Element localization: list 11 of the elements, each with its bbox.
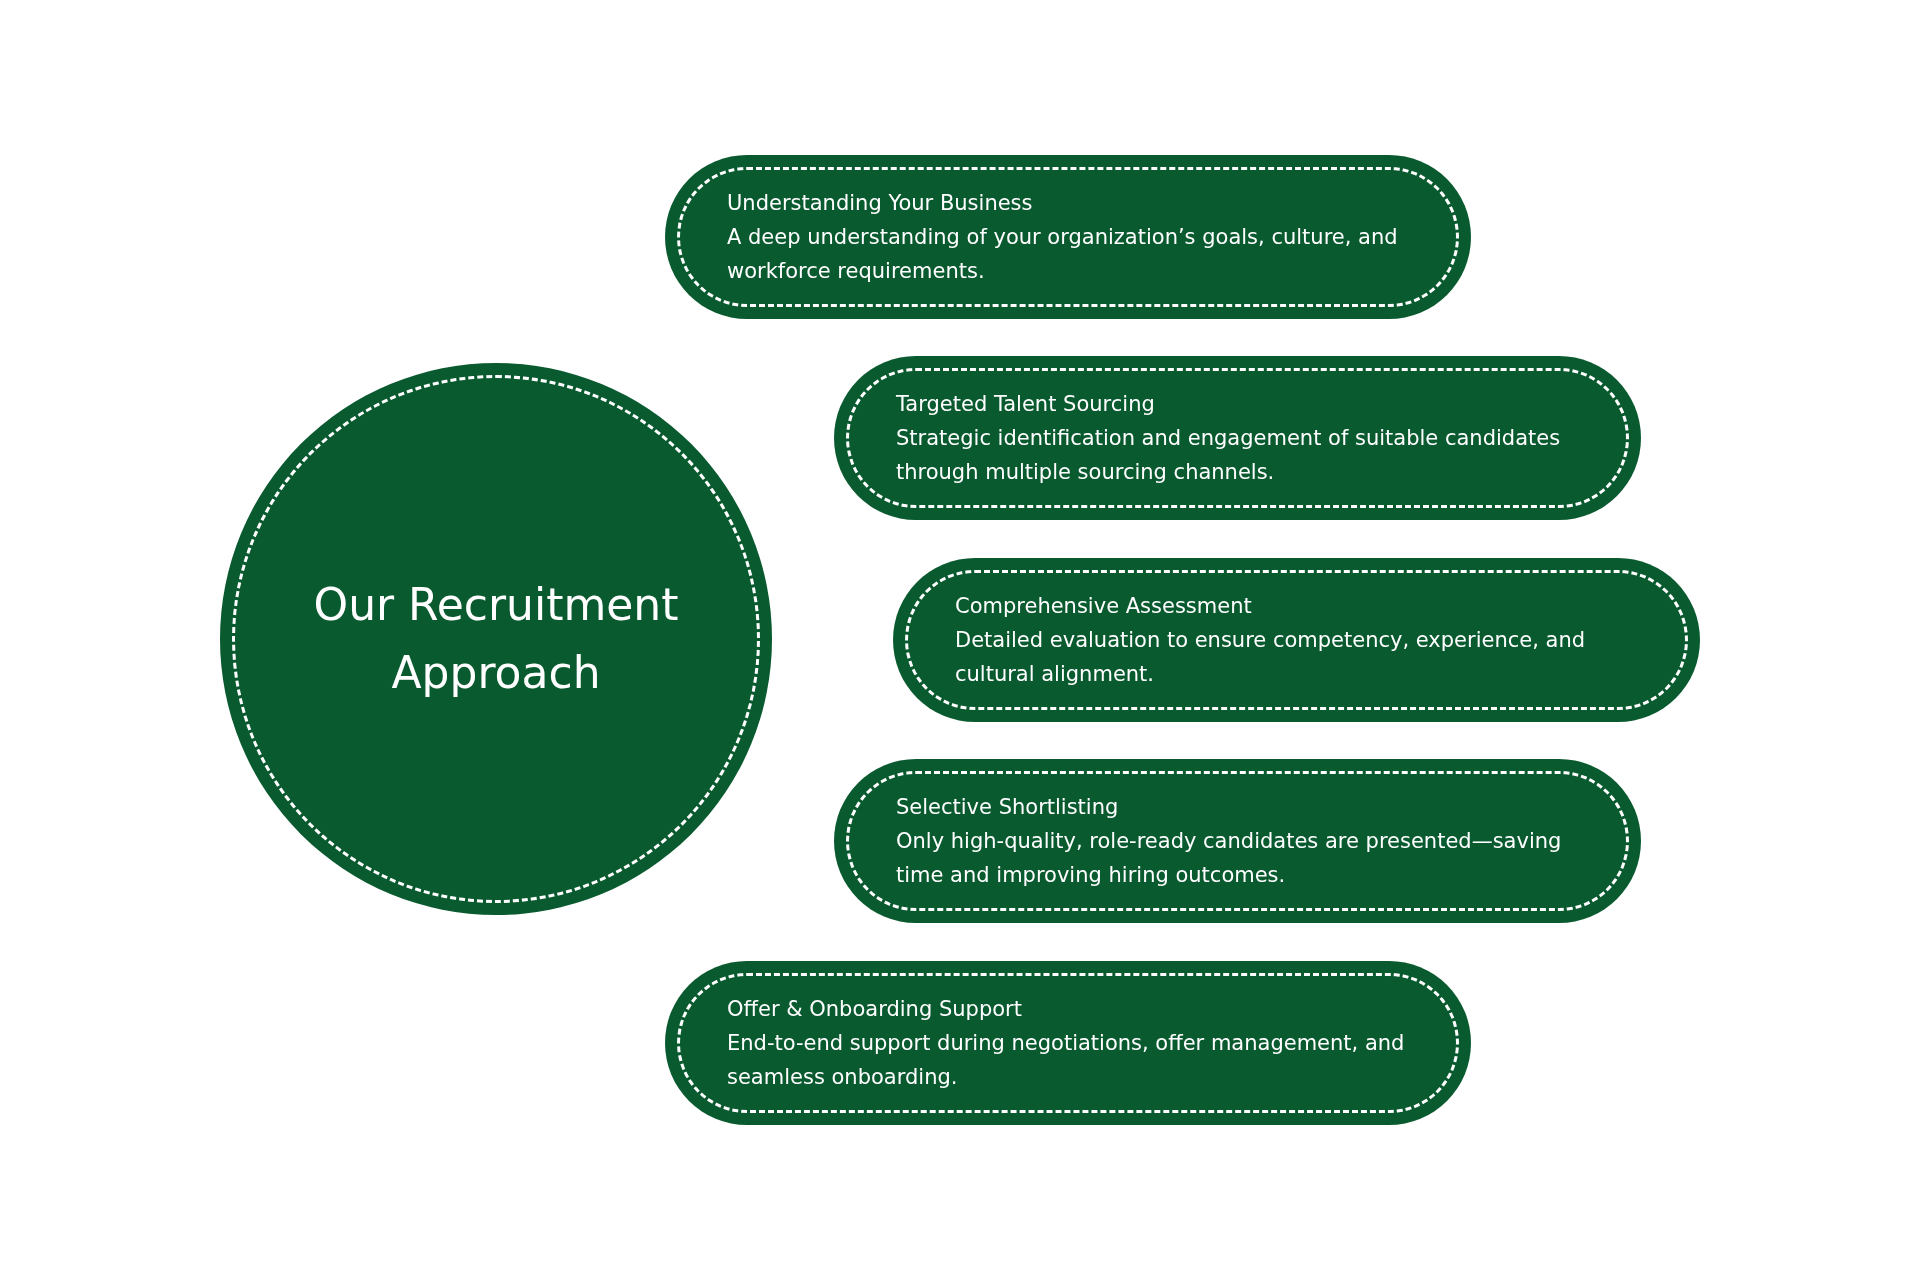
step-description: Only high-quality, role-ready candidates are presented—saving time and improving hiring outcomes. [896, 828, 1563, 889]
step-description: End-to-end support during negotiations, offer management, and seamless onboarding. [727, 1030, 1406, 1091]
step-heading: Understanding Your Business [727, 190, 1033, 217]
step-description: A deep understanding of your organization’s goals, culture, and workforce requirements. [727, 224, 1399, 285]
step-description: Strategic identification and engagement of suitable candidates through multiple sourcing channels. [896, 425, 1562, 486]
step-heading: Targeted Talent Sourcing [896, 391, 1155, 418]
step-description: Detailed evaluation to ensure competency, experience, and cultural alignment. [955, 627, 1587, 688]
step-heading: Offer & Onboarding Support [727, 996, 1022, 1023]
circle-title: Our Recruitment Approach [312, 578, 680, 700]
step-heading: Comprehensive Assessment [955, 593, 1252, 620]
step-heading: Selective Shortlisting [896, 794, 1119, 821]
